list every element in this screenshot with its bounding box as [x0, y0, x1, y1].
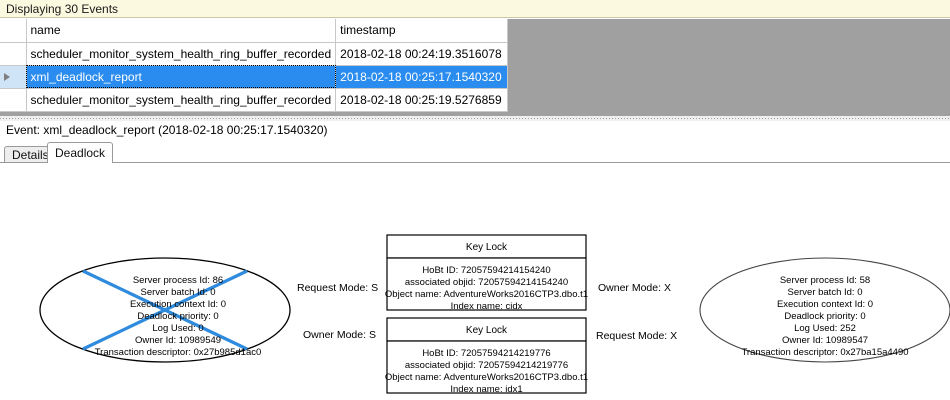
key-lock-top-line-3: Index name: cidx: [451, 301, 523, 312]
table-row[interactable]: scheduler_monitor_system_health_ring_buf…: [0, 88, 509, 112]
process-right-line-0: Server process Id: 58: [780, 275, 870, 286]
table-row[interactable]: scheduler_monitor_system_health_ring_buf…: [0, 42, 509, 66]
edge-right-owner: Owner Mode: X: [598, 282, 671, 294]
process-node-left[interactable]: Server process Id: 86 Server batch Id: 0…: [39, 257, 291, 363]
edge-right-owner-label: Owner Mode: X: [598, 282, 671, 294]
resource-node-key-lock-top[interactable]: Key Lock HoBt ID: 72057594214154240 asso…: [385, 234, 588, 312]
key-lock-bottom-line-2: Object name: AdventureWorks2016CTP3.dbo.…: [385, 372, 588, 383]
edge-right-request: Request Mode: X: [596, 330, 677, 342]
grid-header-row: name timestamp: [0, 19, 509, 43]
process-left-line-1: Server batch Id: 0: [141, 287, 216, 298]
process-right-line-3: Deadlock priority: 0: [784, 311, 865, 322]
row-selector-arrow-icon: [4, 72, 10, 81]
process-right-line-4: Log Used: 252: [794, 323, 856, 334]
row-selector-cell[interactable]: [0, 88, 27, 112]
edge-right-request-label: Request Mode: X: [596, 330, 677, 342]
key-lock-bottom-line-3: Index name: idx1: [450, 384, 522, 395]
tab-deadlock-label: Deadlock: [55, 146, 106, 160]
edge-left-owner-label: Owner Mode: S: [303, 329, 376, 341]
process-right-line-2: Execution context Id: 0: [777, 299, 873, 310]
process-right-line-5: Owner Id: 10989547: [782, 335, 868, 346]
process-left-line-3: Deadlock priority: 0: [137, 311, 218, 322]
horizontal-splitter[interactable]: [0, 116, 950, 121]
event-detail-header: Event: xml_deadlock_report (2018-02-18 0…: [0, 121, 950, 139]
event-detail-header-text: Event: xml_deadlock_report (2018-02-18 0…: [6, 123, 328, 137]
key-lock-bottom-title: Key Lock: [466, 325, 508, 336]
process-right-line-6: Transaction descriptor: 0x27ba15a4490: [741, 347, 908, 358]
process-left-line-6: Transaction descriptor: 0x27b985d1ac0: [95, 347, 262, 358]
key-lock-top-title: Key Lock: [466, 242, 508, 253]
row-name-cell[interactable]: scheduler_monitor_system_health_ring_buf…: [26, 42, 337, 66]
process-node-right[interactable]: Server process Id: 58 Server batch Id: 0…: [699, 257, 950, 363]
events-grid[interactable]: name timestamp scheduler_monitor_system_…: [0, 19, 509, 112]
process-left-line-2: Execution context Id: 0: [130, 299, 226, 310]
row-timestamp-cell[interactable]: 2018-02-18 00:24:19.3516078: [335, 42, 509, 66]
grid-header-name[interactable]: name: [26, 19, 337, 43]
row-selector-cell[interactable]: [0, 65, 27, 89]
key-lock-bottom-line-1: associated objid: 72057594214219776: [405, 360, 568, 371]
events-grid-container[interactable]: name timestamp scheduler_monitor_system_…: [0, 19, 950, 116]
edge-left-request-label: Request Mode: S: [297, 282, 378, 294]
displaying-events-banner: Displaying 30 Events: [0, 0, 950, 18]
row-selector-cell[interactable]: [0, 42, 27, 66]
key-lock-top-line-0: HoBt ID: 72057594214154240: [422, 265, 550, 276]
tab-deadlock[interactable]: Deadlock: [47, 142, 114, 163]
tab-details-label: Details: [12, 148, 49, 162]
table-row[interactable]: xml_deadlock_report 2018-02-18 00:25:17.…: [0, 65, 509, 89]
process-left-line-0: Server process Id: 86: [133, 275, 223, 286]
process-right-line-1: Server batch Id: 0: [788, 287, 863, 298]
key-lock-top-line-2: Object name: AdventureWorks2016CTP3.dbo.…: [385, 289, 588, 300]
edge-left-request: Request Mode: S: [297, 282, 378, 294]
process-left-line-4: Log Used: 0: [152, 323, 203, 334]
grid-header-selector: [0, 19, 27, 43]
key-lock-top-line-1: associated objid: 72057594214154240: [405, 277, 568, 288]
grid-header-timestamp[interactable]: timestamp: [335, 19, 509, 43]
row-name-cell[interactable]: xml_deadlock_report: [26, 65, 337, 89]
key-lock-bottom-line-0: HoBt ID: 72057594214219776: [422, 348, 550, 359]
victim-cross-stroke-2: [82, 269, 248, 351]
row-timestamp-cell[interactable]: 2018-02-18 00:25:17.1540320: [335, 65, 509, 89]
process-left-line-5: Owner Id: 10989549: [135, 335, 221, 346]
deadlock-graph-canvas[interactable]: Request Mode: S Owner Mode: X Owner Mode…: [0, 162, 950, 400]
resource-node-key-lock-bottom[interactable]: Key Lock HoBt ID: 72057594214219776 asso…: [385, 317, 588, 395]
row-timestamp-cell[interactable]: 2018-02-18 00:25:19.5276859: [335, 88, 509, 112]
tab-details[interactable]: Details: [4, 146, 57, 163]
detail-tabstrip[interactable]: Details Deadlock: [0, 142, 950, 163]
banner-text: Displaying 30 Events: [6, 1, 119, 16]
row-name-cell[interactable]: scheduler_monitor_system_health_ring_buf…: [26, 88, 337, 112]
edge-left-owner: Owner Mode: S: [303, 329, 376, 341]
